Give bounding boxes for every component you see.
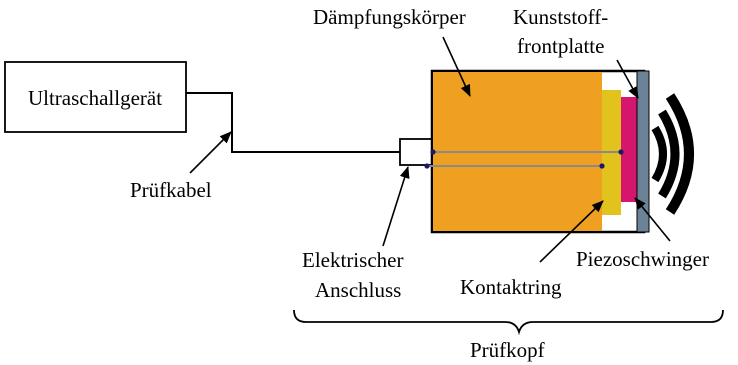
test-cable-arrow xyxy=(189,131,232,174)
electrical-connector xyxy=(399,138,433,166)
damping-body-arrow xyxy=(442,36,471,97)
ultrasound-device-box xyxy=(4,61,187,133)
ultrasound-device-label: Ultraschallgerät xyxy=(28,86,162,110)
ultrasound-waves-icon xyxy=(651,93,694,215)
probe-brace xyxy=(293,309,724,336)
damping-body-label: Dämpfungskörper xyxy=(313,5,466,29)
contact-ring-arrow xyxy=(539,200,604,263)
front-plate-label-line1: Kunststoff- xyxy=(513,5,608,29)
front-plate-arrow xyxy=(616,59,639,99)
plastic-front-plate xyxy=(636,70,650,233)
connector-label-line1: Elektrischer xyxy=(302,248,403,272)
connection-dot xyxy=(430,149,436,155)
test-cable xyxy=(186,92,401,153)
contact-ring-label: Kontaktring xyxy=(460,275,562,299)
probe-label: Prüfkopf xyxy=(470,338,545,362)
piezo-element xyxy=(621,97,637,202)
connection-dot xyxy=(599,163,605,169)
connection-dot xyxy=(618,149,624,155)
piezo-arrow xyxy=(634,197,671,242)
connection-dot xyxy=(424,163,430,169)
connector-label-line2: Anschluss xyxy=(315,278,401,302)
front-plate-label-line2: frontplatte xyxy=(517,34,604,58)
connector-arrow xyxy=(382,166,410,247)
piezo-label: Piezoschwinger xyxy=(576,247,709,271)
test-cable-label: Prüfkabel xyxy=(130,178,212,202)
